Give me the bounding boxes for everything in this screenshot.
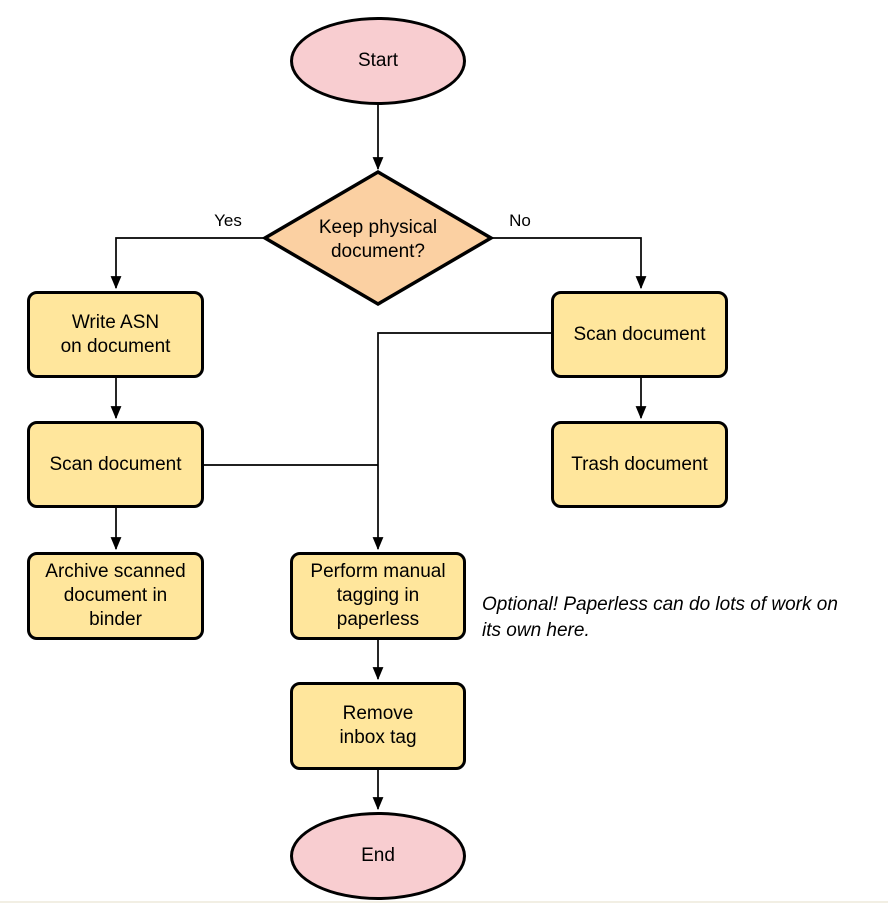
process-scan-document-right-label: Scan document	[573, 323, 706, 345]
process-scan-document-left-label: Scan document	[49, 453, 182, 475]
edge-scan-right-to-tagging	[372, 332, 551, 551]
decision-diamond-shape	[261, 169, 495, 307]
process-manual-tagging: Perform manual tagging in paperless	[290, 552, 466, 640]
process-trash-document-label: Trash document	[571, 453, 708, 475]
process-trash-document: Trash document	[551, 421, 728, 508]
edge-label-no: No	[509, 211, 531, 230]
optional-note: Optional! Paperless can do lots of work …	[482, 594, 838, 641]
process-write-asn: Write ASN on document	[27, 291, 204, 378]
start-node-label: Start	[357, 50, 399, 72]
process-scan-document-left: Scan document	[27, 421, 204, 508]
process-archive-document-label: Archive scanned document in binder	[45, 561, 186, 630]
edge-label-yes: Yes	[214, 211, 242, 230]
edge-decision-no-to-scan-right	[491, 237, 647, 290]
end-node-label: End	[361, 845, 395, 867]
process-manual-tagging-label: Perform manual tagging in paperless	[310, 561, 446, 630]
process-archive-document: Archive scanned document in binder	[27, 552, 204, 640]
process-write-asn-label: Write ASN on document	[60, 311, 171, 357]
end-node: End	[290, 812, 466, 900]
start-node: Start	[290, 17, 466, 105]
process-scan-document-right: Scan document	[551, 291, 728, 378]
edge-decision-yes-to-write-asn	[110, 237, 265, 290]
decision-node: Keep physical document?	[278, 196, 478, 284]
process-remove-inbox-tag-label: Remove inbox tag	[339, 703, 417, 748]
process-remove-inbox-tag: Remove inbox tag	[290, 682, 466, 770]
decision-node-label: Keep physical document?	[318, 217, 438, 262]
bottom-divider	[0, 901, 888, 903]
